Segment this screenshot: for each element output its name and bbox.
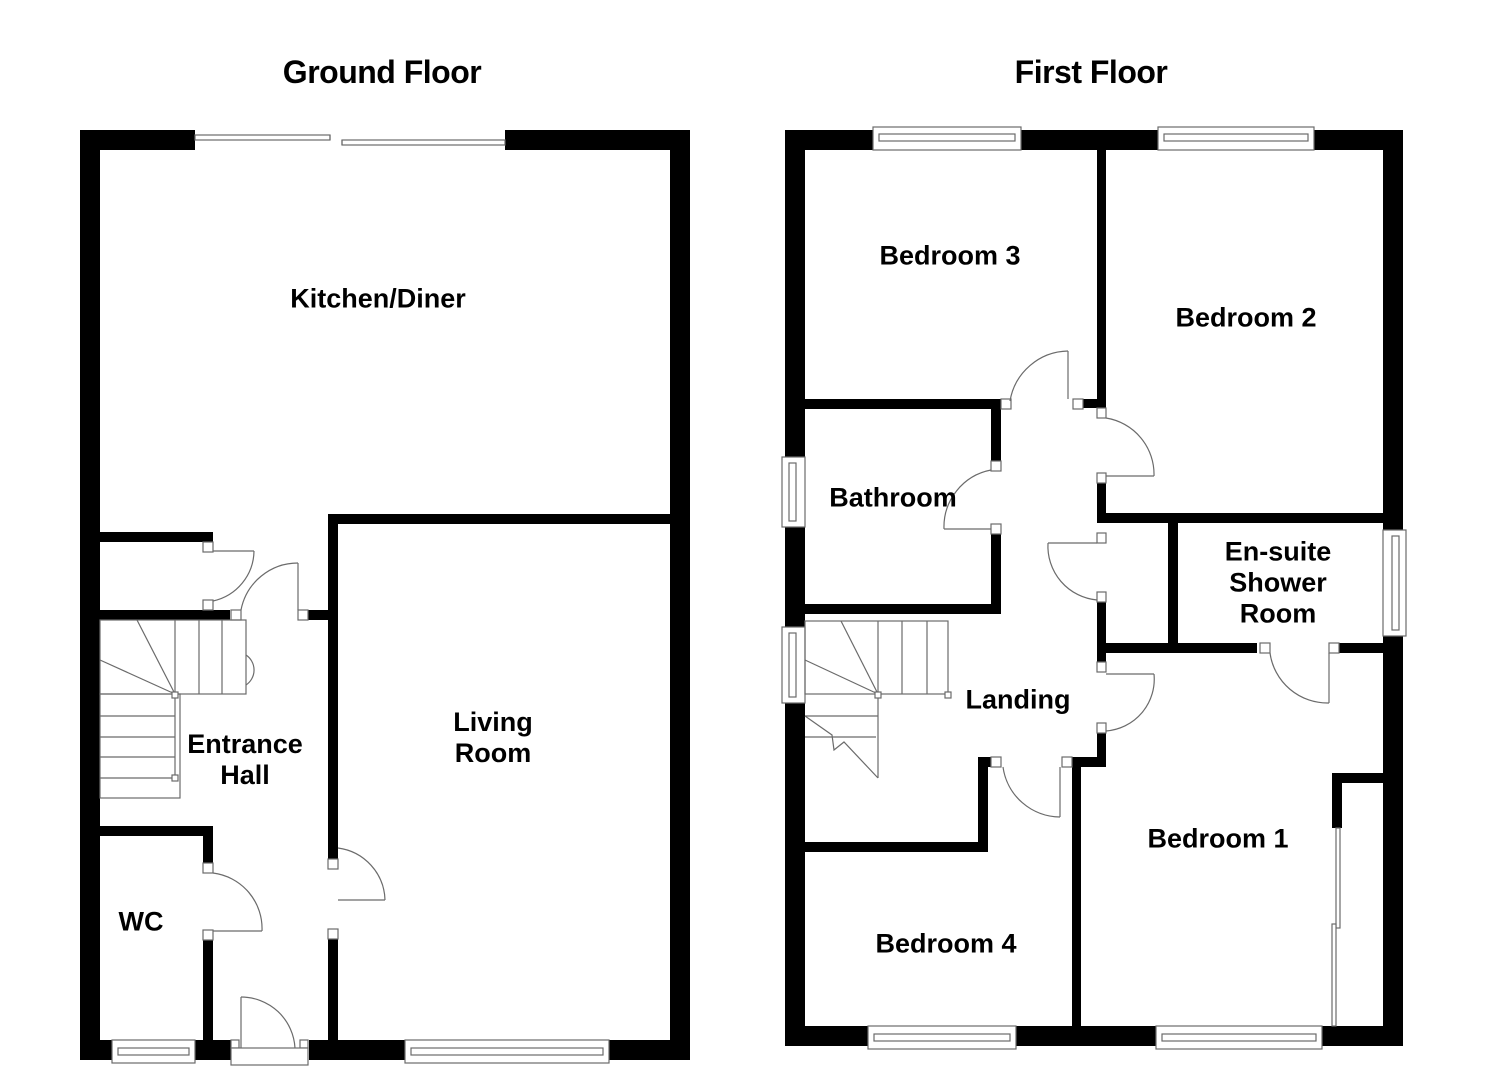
cupboard-door bbox=[202, 541, 255, 611]
room-label-bedroom-1: Bedroom 1 bbox=[1147, 824, 1288, 855]
room-label-line: Room bbox=[1239, 598, 1317, 629]
bedroom-1-door bbox=[1096, 661, 1155, 734]
ground-floor-title: Ground Floor bbox=[282, 54, 482, 90]
first-windows bbox=[781, 126, 1407, 1050]
room-label-line: Entrance bbox=[187, 729, 303, 759]
ground-windows bbox=[111, 1039, 610, 1064]
bedroom-4-door bbox=[990, 756, 1073, 818]
bedroom-2-door bbox=[1096, 407, 1155, 484]
room-label-line: WC bbox=[118, 906, 164, 937]
room-label-kitchen-diner: Kitchen/Diner bbox=[290, 284, 466, 315]
room-label-line: Kitchen/Diner bbox=[290, 283, 466, 314]
room-label-line: Bedroom 2 bbox=[1175, 302, 1317, 333]
room-label-line: En-suite bbox=[1224, 536, 1332, 567]
first-interior-walls bbox=[805, 150, 1384, 1027]
kitchen-sliding-doors bbox=[194, 134, 506, 146]
room-label-landing: Landing bbox=[966, 685, 1071, 716]
first-exterior-walls bbox=[785, 130, 1403, 1046]
room-label-bedroom-2: Bedroom 2 bbox=[1175, 303, 1316, 334]
room-label-line: Hall bbox=[220, 760, 270, 790]
room-label-wc: WC bbox=[119, 907, 164, 938]
ground-staircase bbox=[99, 619, 255, 799]
bathroom-door bbox=[943, 460, 1002, 535]
en-suite-door bbox=[1259, 642, 1340, 704]
first-staircase bbox=[804, 620, 952, 779]
front-door bbox=[230, 996, 309, 1066]
first-floor-title: First Floor bbox=[1014, 54, 1168, 90]
room-label-line: Bedroom 4 bbox=[875, 928, 1017, 959]
living-room-door bbox=[327, 847, 386, 940]
room-label-bathroom: Bathroom bbox=[829, 483, 957, 514]
bedroom-3-door bbox=[1000, 350, 1084, 410]
room-label-en-suite: En-suite Shower Room bbox=[1225, 537, 1332, 630]
room-label-line: Bedroom 1 bbox=[1147, 823, 1289, 854]
room-label-line: Landing bbox=[965, 684, 1071, 715]
room-label-line: Room bbox=[454, 738, 532, 768]
kitchen-door bbox=[230, 562, 309, 621]
cupboard-door-first bbox=[1047, 532, 1107, 603]
first-floor-plan bbox=[781, 126, 1407, 1050]
wc-door bbox=[202, 862, 263, 941]
room-label-line: Shower bbox=[1229, 567, 1327, 598]
ground-interior-walls bbox=[100, 514, 671, 1041]
room-label-line: Bedroom 3 bbox=[879, 240, 1021, 271]
room-label-living-room: Living Room bbox=[453, 707, 533, 769]
ground-floor-plan bbox=[80, 130, 690, 1066]
room-label-bedroom-3: Bedroom 3 bbox=[879, 241, 1020, 272]
ground-exterior-walls bbox=[80, 130, 690, 1060]
room-label-bedroom-4: Bedroom 4 bbox=[875, 929, 1016, 960]
room-label-line: Bathroom bbox=[829, 482, 957, 513]
room-label-line: Living bbox=[453, 707, 533, 737]
wardrobe-sliding-doors bbox=[1331, 827, 1341, 1027]
room-label-entrance-hall: Entrance Hall bbox=[187, 729, 303, 791]
